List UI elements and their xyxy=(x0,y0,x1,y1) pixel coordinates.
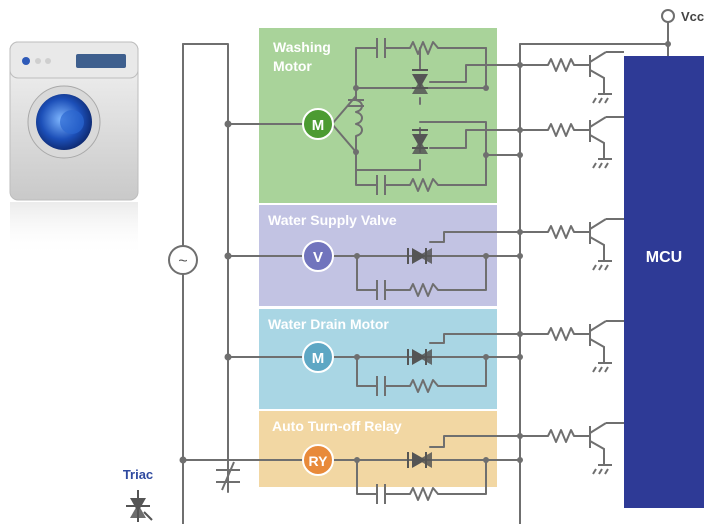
mcu-label: MCU xyxy=(646,249,682,266)
triac-washing-1 xyxy=(412,69,428,94)
vcc-label: Vcc xyxy=(681,9,704,24)
relay-circle xyxy=(302,444,334,476)
triac-symbols xyxy=(407,69,432,468)
resistors xyxy=(355,41,575,501)
ac-source-label: ~ xyxy=(178,253,187,270)
section-title-washing-motor-line1: Washing xyxy=(273,39,331,55)
triac-relay xyxy=(407,452,432,468)
motor-washing-circle xyxy=(302,108,334,140)
valve-label: V xyxy=(313,249,323,266)
capacitors xyxy=(348,38,386,504)
section-title-washing-motor-line2: Motor xyxy=(273,58,312,74)
junction-dots xyxy=(179,41,671,464)
wiring xyxy=(182,21,669,525)
section-title-auto-turn-off-relay: Auto Turn-off Relay xyxy=(272,418,402,434)
washing-machine-icon xyxy=(9,41,139,258)
triac-legend-icon xyxy=(126,490,153,522)
load-symbols: M V M RY xyxy=(302,108,334,476)
vcc-terminal-icon xyxy=(661,9,675,23)
section-title-water-supply-valve: Water Supply Valve xyxy=(268,212,397,228)
triac-water-supply xyxy=(407,248,432,264)
ac-source-circle xyxy=(168,245,198,275)
triac-water-drain xyxy=(407,349,432,365)
section-title-water-drain-motor: Water Drain Motor xyxy=(268,316,389,332)
triac-legend-label: Triac xyxy=(123,467,153,482)
motor-drain-circle xyxy=(302,341,334,373)
motor-drain-label: M xyxy=(312,350,325,367)
section-auto-turn-off-relay xyxy=(259,411,497,487)
valve-circle xyxy=(302,240,334,272)
mcu-block xyxy=(624,56,704,508)
triac-washing-2 xyxy=(412,129,428,154)
motor-washing-label: M xyxy=(312,117,325,134)
relay-label: RY xyxy=(309,453,329,469)
relay-contact-icon xyxy=(216,461,240,491)
transistors xyxy=(589,51,624,475)
